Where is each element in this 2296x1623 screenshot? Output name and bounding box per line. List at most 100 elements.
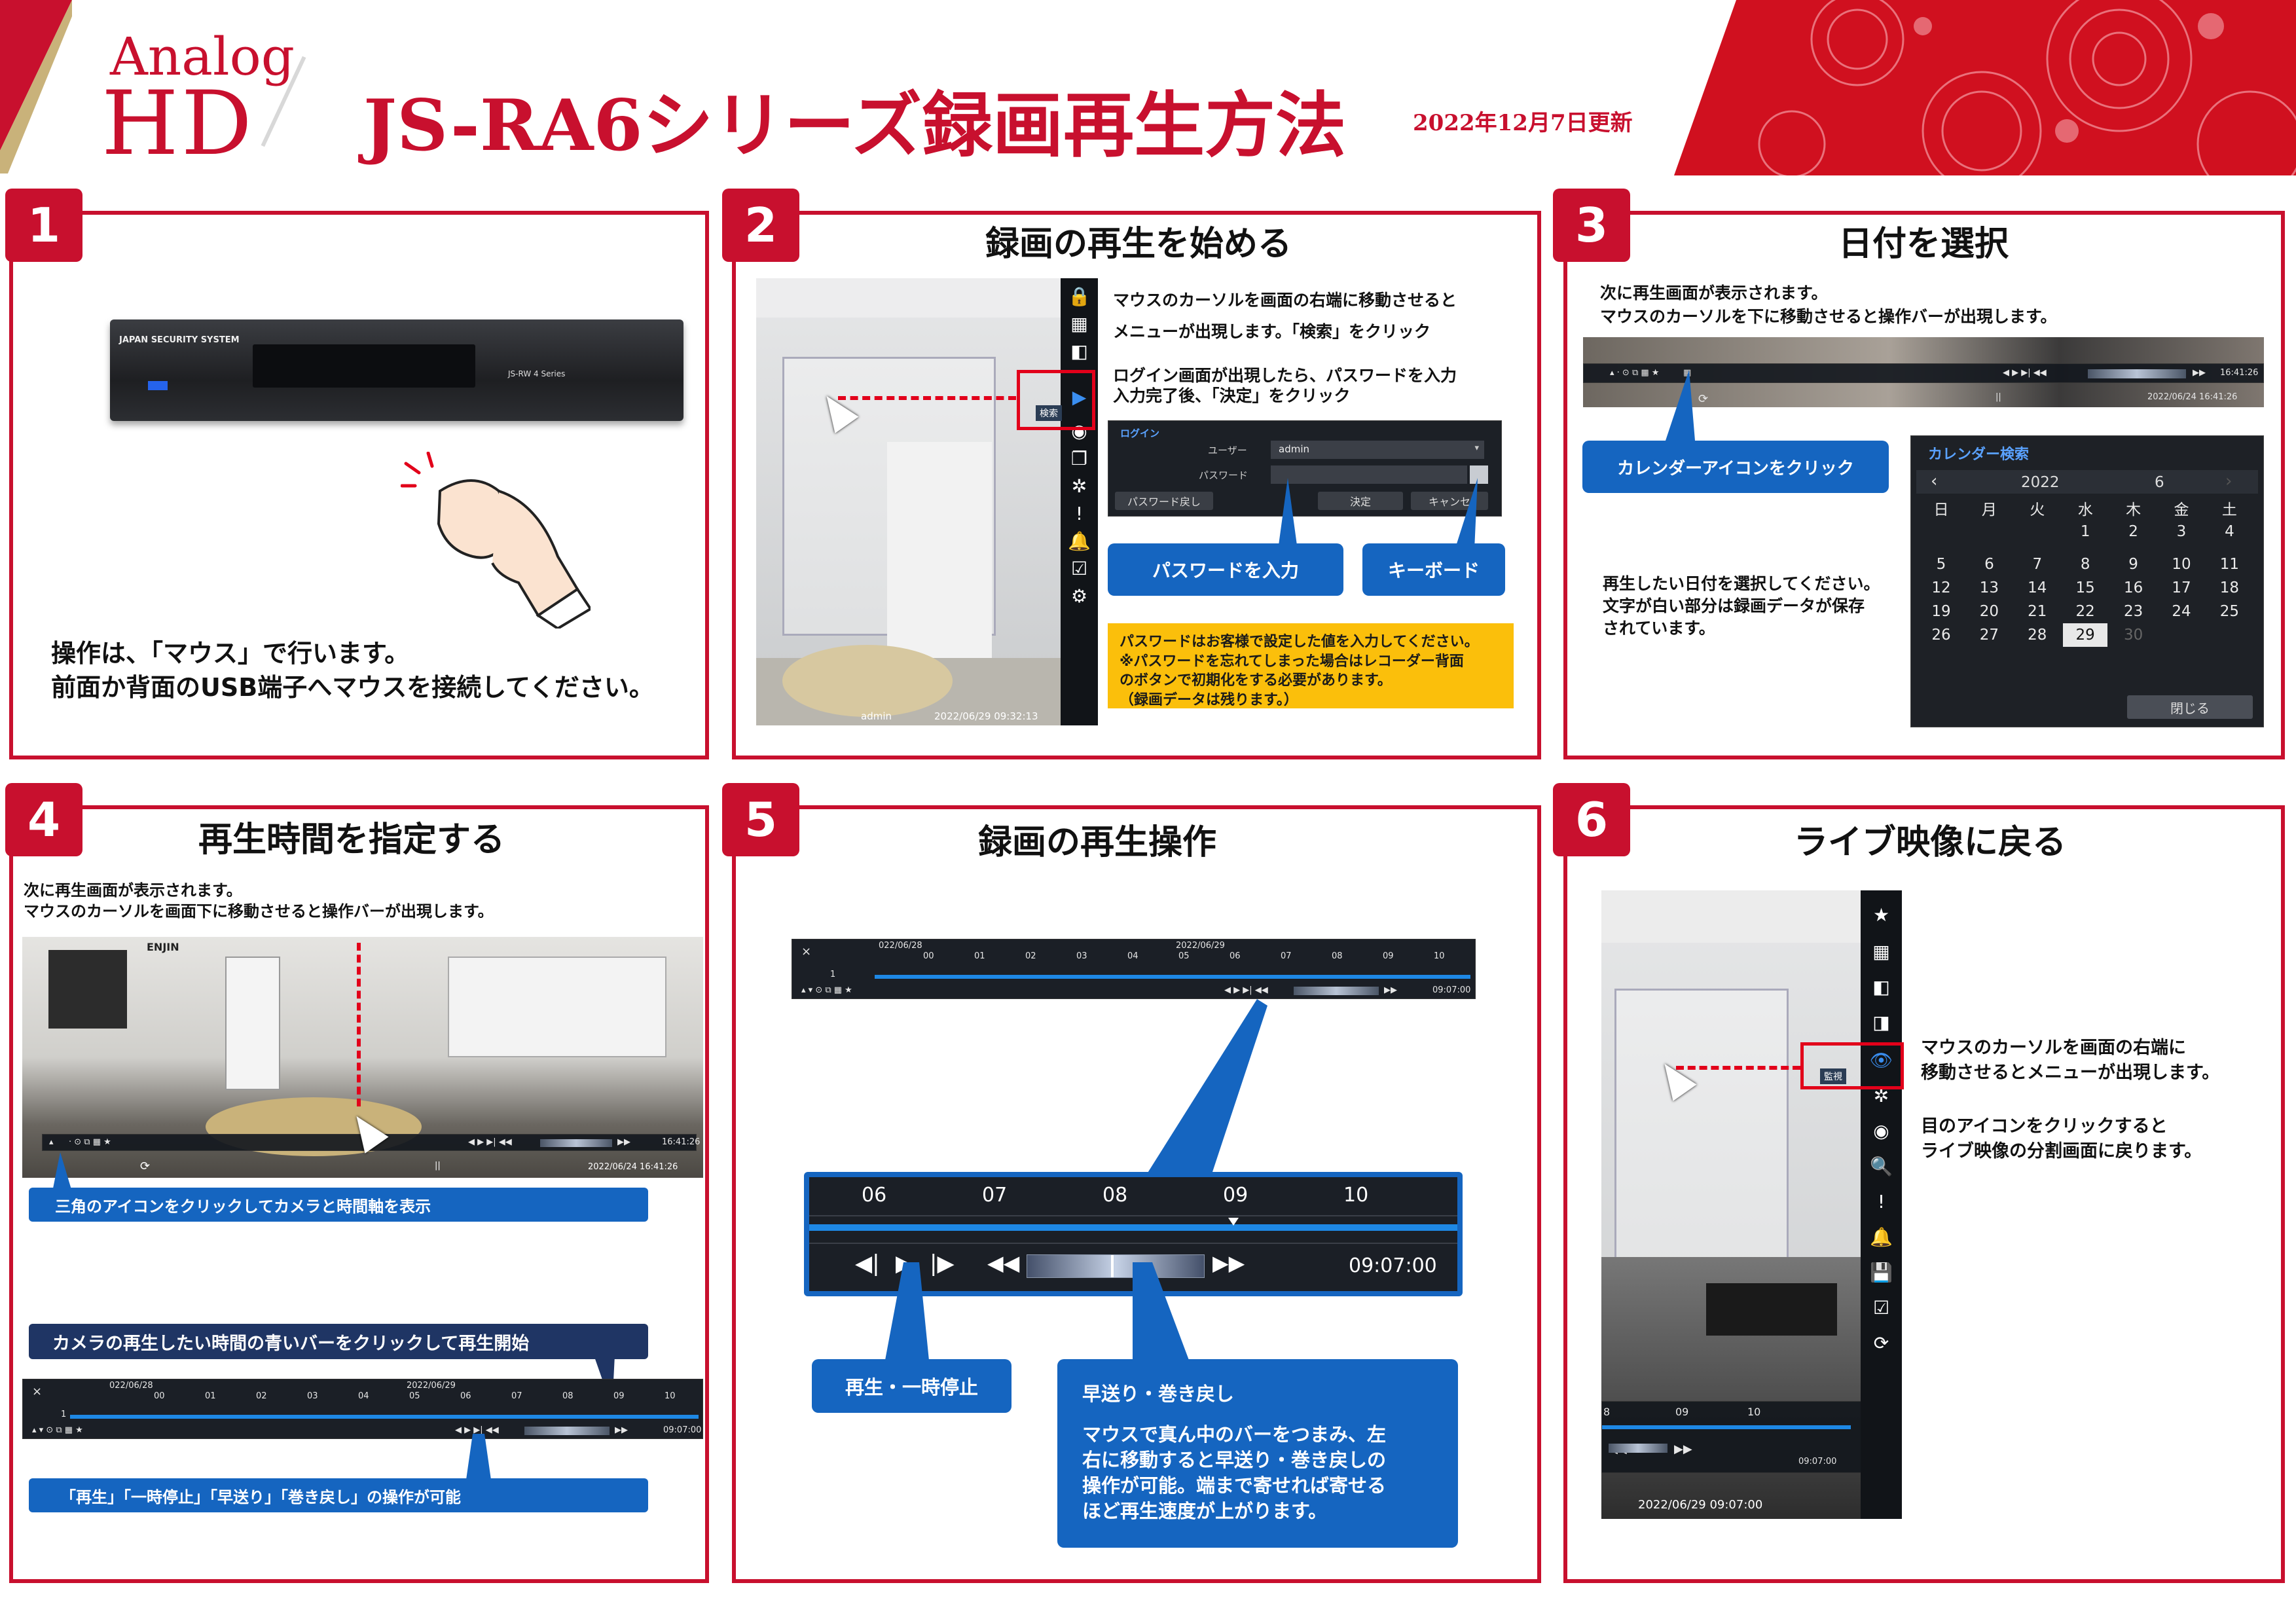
timeline-hour-label: 09 (613, 1391, 625, 1401)
calendar-prev-icon[interactable]: ‹ (1931, 471, 1938, 491)
calendar-day[interactable]: 23 (2123, 603, 2143, 620)
calendar-close-button[interactable]: 閉じる (2127, 695, 2253, 719)
calendar-day[interactable]: 28 (2028, 627, 2047, 644)
calendar-year[interactable]: 2022 (2021, 474, 2060, 491)
timeline-hour-label: 07 (511, 1391, 522, 1401)
calendar-day[interactable]: 10 (2172, 556, 2191, 573)
step2-callout-password: パスワードを入力 (1108, 543, 1343, 596)
calendar-day[interactable]: 12 (1931, 579, 1951, 596)
step6-record-bar[interactable] (1602, 1425, 1851, 1429)
fast-forward-icon[interactable]: ▶▶ (1212, 1250, 1245, 1275)
step2-callout-keyboard: キーボード (1362, 543, 1505, 596)
gear-icon[interactable]: ⚙ (1070, 585, 1088, 607)
calendar-day[interactable]: 16 (2123, 579, 2143, 596)
calendar-day[interactable]: 29 (2063, 623, 2108, 647)
calendar-day[interactable]: 18 (2219, 579, 2240, 596)
step3-text2: 再生したい日付を選択してください。 文字が白い部分は録画データが保存 されていま… (1603, 574, 1880, 638)
star-icon[interactable]: ★ (1872, 904, 1890, 926)
record-icon[interactable]: ◉ (1071, 420, 1087, 442)
step4-playback-screenshot: ENJIN ▴ · ⊙ ⧉ ▦ ★ ◀ ▶ ▶| ◀◀ ▶▶ 16:41:26 … (22, 937, 703, 1178)
back-icon[interactable]: ◧ (1070, 340, 1088, 362)
calendar-day[interactable]: 21 (2028, 603, 2047, 620)
step-forward-icon[interactable]: |▶ (930, 1250, 955, 1277)
calendar-day[interactable]: 8 (2080, 556, 2090, 573)
save-icon[interactable]: 💾 (1870, 1262, 1893, 1283)
alert-icon[interactable]: ! (1877, 1191, 1886, 1213)
timeline-close-icon[interactable]: × (32, 1385, 43, 1398)
timeline-hour-label: 8 (1603, 1406, 1611, 1418)
login-ok-button[interactable]: 決定 (1318, 492, 1403, 510)
alert-icon[interactable]: ! (1075, 503, 1084, 524)
login-user-label: ユーザー (1208, 445, 1247, 456)
speed-slider[interactable] (1027, 1254, 1205, 1278)
calendar-day[interactable]: 20 (1979, 603, 1999, 620)
step5-record-bar[interactable] (875, 975, 1470, 979)
triangle-expand-icon[interactable]: ▴ (49, 1137, 54, 1147)
search-icon[interactable]: 🔍 (1870, 1156, 1893, 1177)
timeline-hour-label: 06 (460, 1391, 471, 1401)
calendar-day[interactable]: 25 (2219, 603, 2240, 620)
check-icon[interactable]: ☑ (1070, 558, 1088, 579)
timeline-hour-label: 08 (1102, 1184, 1128, 1207)
calendar-day[interactable]: 1 (2080, 523, 2090, 540)
calendar-day[interactable]: 27 (1979, 627, 1999, 644)
calendar-month[interactable]: 6 (2155, 474, 2164, 491)
calendar-day[interactable]: 7 (2032, 556, 2043, 573)
step4-callout1-pointer (52, 1152, 72, 1192)
step-back-icon[interactable]: ◀| (855, 1250, 880, 1277)
check-icon[interactable]: ☑ (1872, 1297, 1890, 1319)
step4-record-bar[interactable] (70, 1415, 699, 1419)
layout-icon[interactable]: ▦ (1872, 941, 1890, 962)
calendar-day[interactable]: 11 (2219, 556, 2240, 573)
bell-icon[interactable]: 🔔 (1068, 530, 1091, 552)
timeline-hour-label: 00 (154, 1391, 165, 1401)
step5-zoom-record-bar[interactable] (809, 1224, 1457, 1231)
calendar-day[interactable]: 19 (1931, 603, 1951, 620)
ptz-icon[interactable]: ✲ (1071, 475, 1087, 497)
layout-icon[interactable]: ▦ (1070, 313, 1088, 335)
calendar-day[interactable]: 2 (2128, 523, 2138, 540)
rewind-icon[interactable]: ◀◀ (987, 1250, 1020, 1275)
step5-callout-play: 再生・一時停止 (812, 1359, 1011, 1413)
ptz-icon[interactable]: ✲ (1873, 1085, 1889, 1106)
calendar-day[interactable]: 9 (2128, 556, 2138, 573)
calendar-weekday: 月 (1981, 501, 1997, 519)
copy-icon[interactable]: ❐ (1070, 448, 1088, 469)
calendar-next-icon[interactable]: › (2225, 471, 2232, 491)
login-password-input[interactable] (1271, 465, 1467, 484)
calendar-day[interactable]: 13 (1979, 579, 1999, 596)
calendar-weekday: 水 (2077, 501, 2093, 519)
refresh-icon[interactable]: ⟳ (1873, 1332, 1889, 1354)
calendar-day[interactable]: 6 (1984, 556, 1994, 573)
calendar-day[interactable]: 30 (2123, 627, 2143, 644)
calendar-day[interactable]: 26 (1931, 627, 1951, 644)
step5-callout-pointers (884, 1262, 1192, 1367)
step5-badge: 5 (722, 783, 799, 856)
calendar-day[interactable]: 14 (2028, 579, 2047, 596)
calendar-day[interactable]: 3 (2176, 523, 2187, 540)
step5-zoom-time: 09:07:00 (1349, 1254, 1437, 1277)
forward-icon[interactable]: ◨ (1872, 1012, 1890, 1033)
bell-icon[interactable]: 🔔 (1870, 1226, 1893, 1248)
login-user-select[interactable]: admin ▾ (1271, 441, 1484, 459)
back-icon[interactable]: ◧ (1872, 976, 1890, 998)
calendar-day[interactable]: 22 (2075, 603, 2095, 620)
search-playback-icon[interactable]: ▶ (1072, 386, 1087, 408)
step2-side-menu: 🔒 ▦ ◧ ▶ ◉ ❐ ✲ ! 🔔 ☑ ⚙ (1061, 278, 1098, 725)
password-reset-button[interactable]: パスワード戻し (1115, 492, 1213, 510)
calendar-day[interactable]: 17 (2172, 579, 2191, 596)
lock-icon[interactable]: 🔒 (1068, 285, 1091, 307)
step5-tl-channel: 1 (830, 970, 836, 979)
calendar-day[interactable]: 4 (2225, 523, 2234, 540)
timeline-close-icon[interactable]: × (801, 945, 812, 958)
calendar-day[interactable]: 24 (2172, 603, 2191, 620)
record-icon[interactable]: ◉ (1873, 1120, 1889, 1142)
keyboard-button[interactable] (1470, 465, 1488, 484)
calendar-day[interactable]: 15 (2075, 579, 2095, 596)
calendar-day[interactable]: 5 (1936, 556, 1946, 573)
timeline-hour-label: 04 (358, 1391, 369, 1401)
eye-icon[interactable]: 👁 (1869, 1049, 1893, 1071)
